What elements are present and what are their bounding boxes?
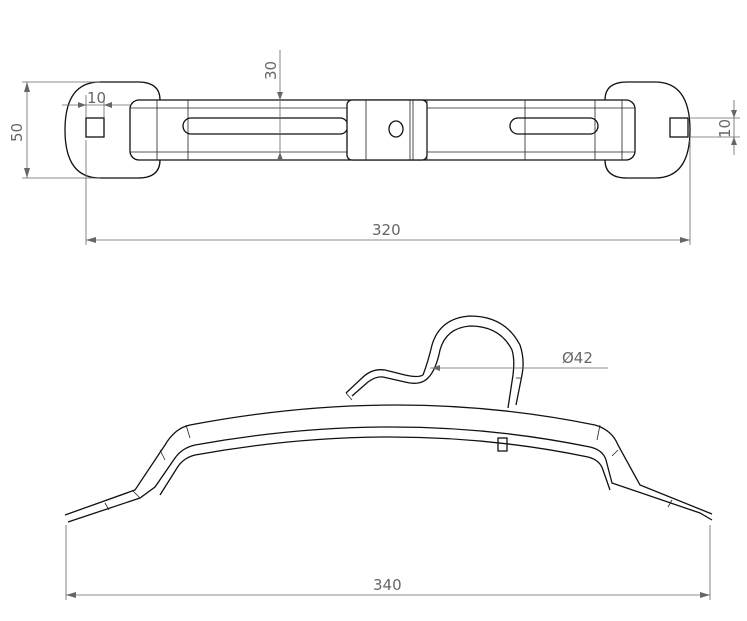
top-view <box>64 81 691 179</box>
hook-loop <box>345 315 524 409</box>
center-hole <box>388 120 404 138</box>
dim-overall-length-side: 340 <box>373 576 402 594</box>
left-slot <box>182 117 349 135</box>
dim-hole-right: 10 <box>716 119 734 138</box>
dim-end-width: 50 <box>8 123 26 142</box>
handle-inner-profile <box>67 426 713 523</box>
dim-hook-diameter: Ø42 <box>562 349 593 367</box>
side-tab <box>497 437 508 452</box>
dim-hole-left: 10 <box>87 89 106 107</box>
side-view <box>64 315 713 523</box>
dim-bar-width: 30 <box>262 61 280 80</box>
center-block <box>346 99 428 161</box>
right-slot <box>509 117 599 135</box>
side-view-dimensions <box>65 365 711 600</box>
top-view-dimensions <box>22 50 740 245</box>
right-square-hole <box>669 117 689 138</box>
left-square-hole <box>85 117 105 138</box>
handle-underside <box>159 436 611 496</box>
left-end-lobe <box>64 81 161 179</box>
right-end-lobe <box>604 81 691 179</box>
handle-outer-profile <box>64 404 713 516</box>
dim-overall-length-top: 320 <box>372 221 401 239</box>
